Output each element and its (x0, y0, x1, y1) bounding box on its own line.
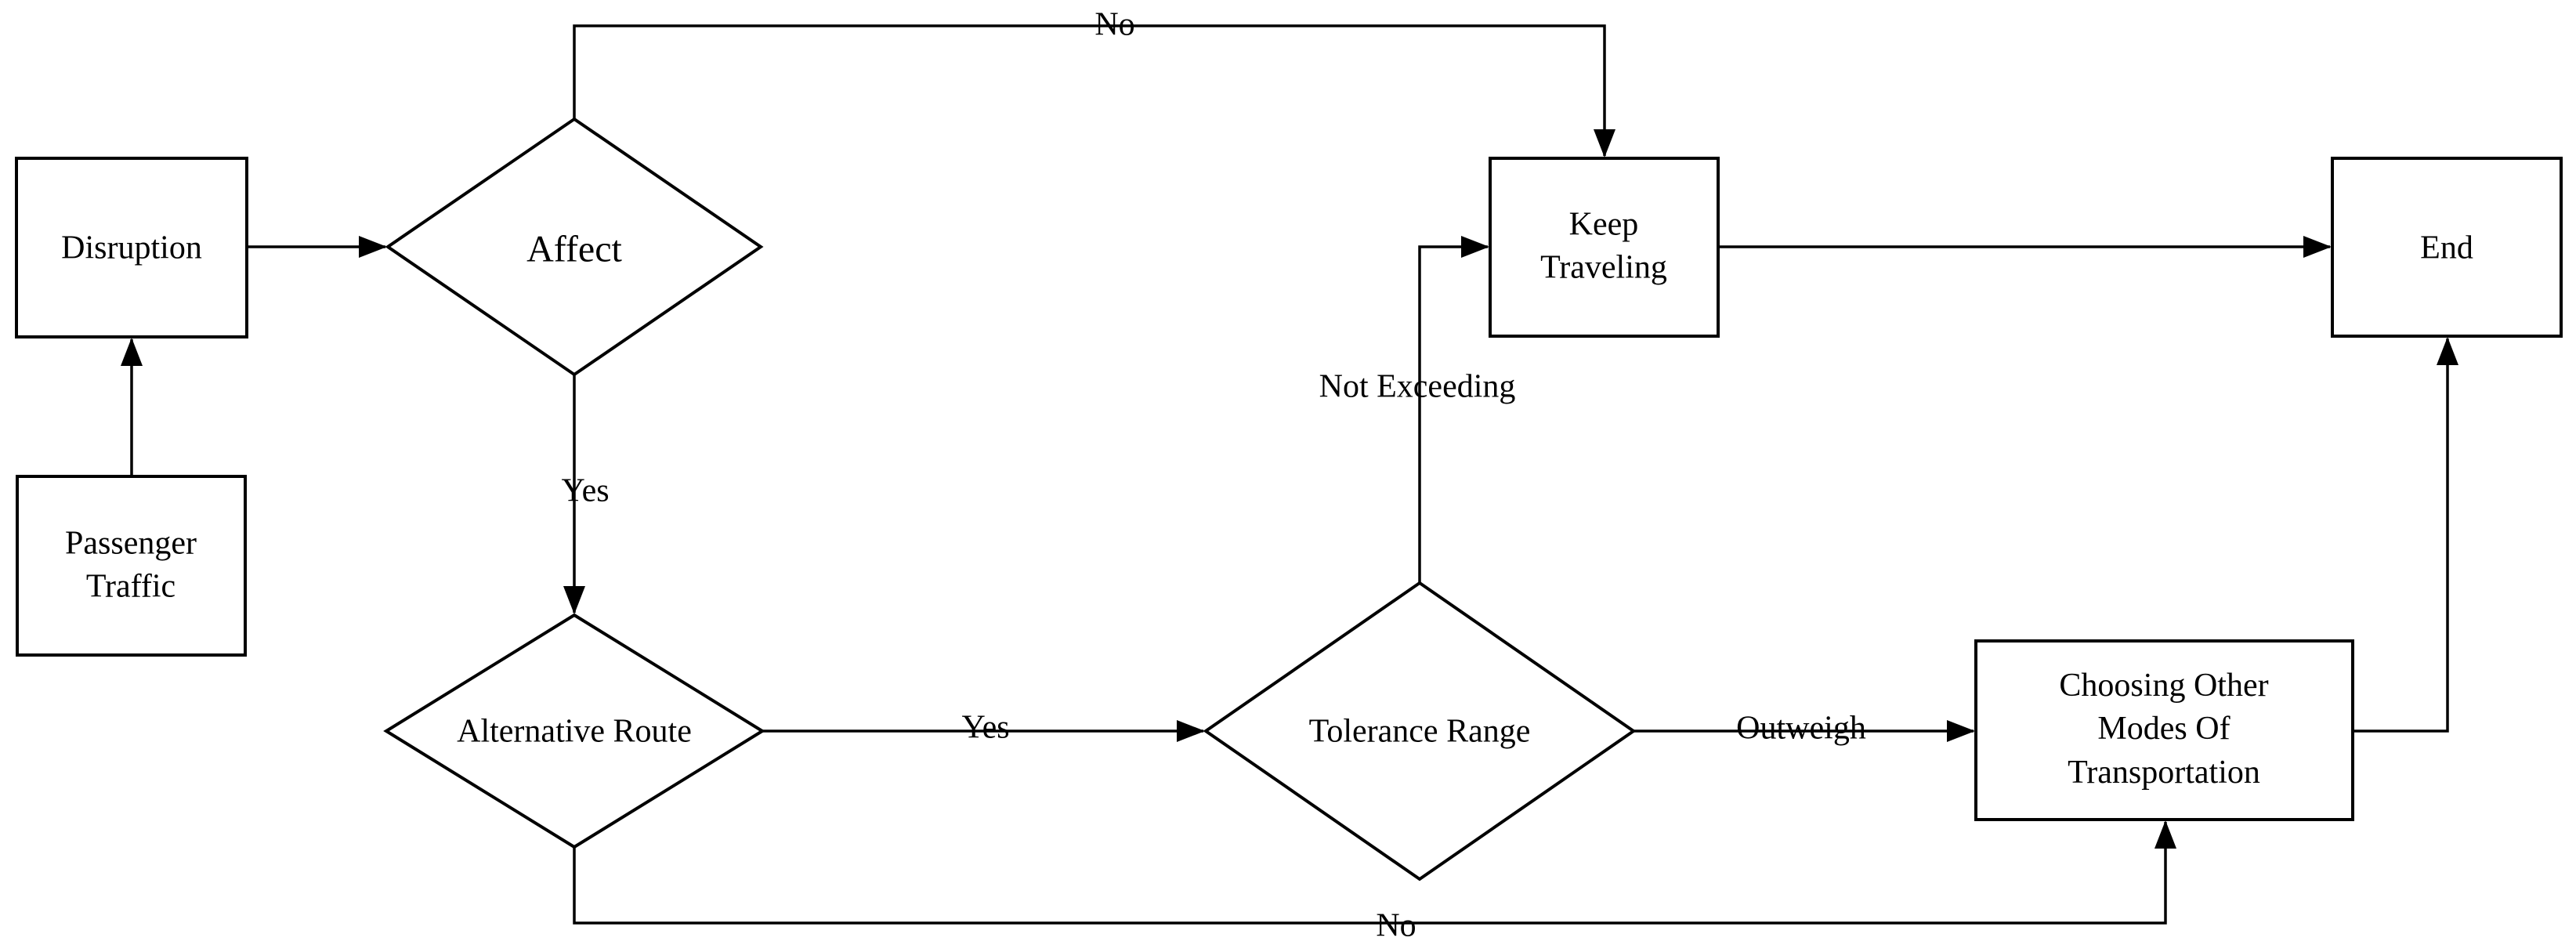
edge-label-outweigh: Outweigh (1736, 710, 1866, 747)
connector-choosing-to-end (2353, 337, 2458, 733)
edge-label-no-top: No (1094, 6, 1135, 43)
node-shape-choosing-other-modes (1974, 639, 2354, 821)
node-shape-affect (385, 117, 764, 377)
edge-label-yes-down: Yes (561, 472, 610, 509)
connector-affect-no-to-keep-traveling (573, 24, 1615, 157)
node-label-affect: Affect (526, 228, 622, 270)
node-label-choosing-other-modes: Choosing Other Modes Of Transportation (2059, 667, 2269, 791)
node-label-keep-traveling: Keep Traveling (1540, 206, 1667, 286)
node-shape-disruption (15, 157, 248, 338)
edge-label-yes-right: Yes (961, 709, 1010, 746)
node-shape-alternative-route (383, 613, 765, 849)
node-label-tolerance-range: Tolerance Range (1308, 713, 1531, 750)
edge-label-not-exceeding: Not Exceeding (1319, 368, 1516, 405)
node-shape-end (2331, 157, 2563, 338)
node-shape-keep-traveling (1489, 157, 1720, 338)
edge-label-no-bottom: No (1376, 907, 1416, 944)
node-label-passenger-traffic: Passenger Traffic (65, 525, 197, 605)
connector-alternative-no-to-choosing (573, 820, 2176, 925)
node-label-alternative-route: Alternative Route (457, 713, 692, 750)
node-label-disruption: Disruption (61, 230, 202, 266)
node-label-end: End (2420, 230, 2473, 266)
node-shape-tolerance-range (1203, 581, 1637, 881)
connector-tolerance-not-exceeding-to-keep-traveling (1418, 236, 1489, 583)
node-shape-passenger-traffic (16, 475, 247, 657)
